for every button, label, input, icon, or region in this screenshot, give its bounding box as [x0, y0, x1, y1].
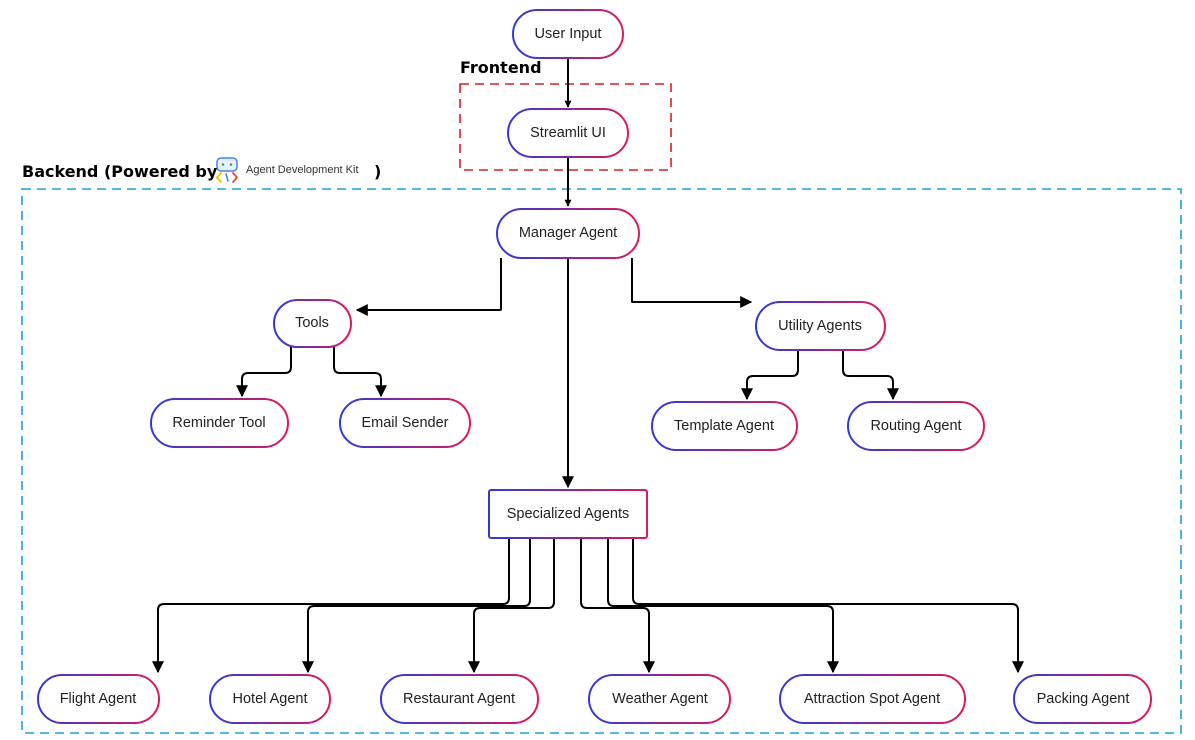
node-attraction-spot-agent: Attraction Spot Agent	[779, 674, 966, 724]
node-label: Packing Agent	[1037, 691, 1130, 707]
node-restaurant-agent: Restaurant Agent	[380, 674, 539, 724]
frontend-label: Frontend	[460, 58, 542, 77]
node-label: Weather Agent	[612, 691, 708, 707]
arrow-tools-email	[333, 347, 387, 398]
arrow-utility-routing	[842, 350, 899, 401]
node-label: Specialized Agents	[507, 506, 630, 522]
arrow-specialized-hotel	[302, 538, 531, 674]
node-weather-agent: Weather Agent	[588, 674, 731, 724]
node-packing-agent: Packing Agent	[1013, 674, 1152, 724]
node-specialized-agents: Specialized Agents	[488, 489, 648, 539]
node-routing-agent: Routing Agent	[847, 401, 985, 451]
node-label: Streamlit UI	[530, 125, 606, 141]
node-label: Flight Agent	[60, 691, 137, 707]
backend-group-box	[21, 188, 1182, 734]
node-label: User Input	[535, 26, 602, 42]
arrow-specialized-flight	[152, 538, 510, 674]
arrow-manager-utility	[631, 258, 753, 308]
node-flight-agent: Flight Agent	[37, 674, 160, 724]
node-email-sender: Email Sender	[339, 398, 471, 448]
node-label: Routing Agent	[870, 418, 961, 434]
node-streamlit-ui: Streamlit UI	[507, 108, 629, 158]
node-label: Template Agent	[674, 418, 774, 434]
node-label: Utility Agents	[778, 318, 862, 334]
adk-logo-text: Agent Development Kit	[246, 164, 359, 176]
node-label: Reminder Tool	[172, 415, 265, 431]
node-user-input: User Input	[512, 9, 624, 59]
node-label: Manager Agent	[519, 225, 617, 241]
backend-label-close: )	[374, 162, 382, 181]
arrow-specialized-weather	[580, 538, 655, 674]
node-label: Email Sender	[361, 415, 448, 431]
node-label: Attraction Spot Agent	[804, 691, 940, 707]
node-label: Restaurant Agent	[403, 691, 515, 707]
node-label: Hotel Agent	[233, 691, 308, 707]
node-label: Tools	[295, 315, 329, 331]
arrow-specialized-restaurant	[468, 538, 555, 674]
arrow-utility-template	[741, 350, 799, 401]
node-hotel-agent: Hotel Agent	[209, 674, 331, 724]
node-manager-agent: Manager Agent	[496, 208, 640, 259]
agent-development-kit-logo-icon	[216, 157, 238, 183]
backend-label: Backend (Powered by	[22, 162, 218, 181]
node-tools: Tools	[273, 299, 352, 348]
arrow-specialized-attraction	[607, 538, 839, 674]
frontend-group-box	[459, 83, 672, 171]
connectors	[152, 58, 1024, 674]
arrow-tools-reminder	[236, 347, 292, 398]
arrow-specialized-packing	[632, 538, 1024, 674]
node-reminder-tool: Reminder Tool	[150, 398, 289, 448]
node-utility-agents: Utility Agents	[755, 301, 886, 351]
node-template-agent: Template Agent	[651, 401, 798, 451]
arrow-manager-tools	[355, 258, 502, 316]
